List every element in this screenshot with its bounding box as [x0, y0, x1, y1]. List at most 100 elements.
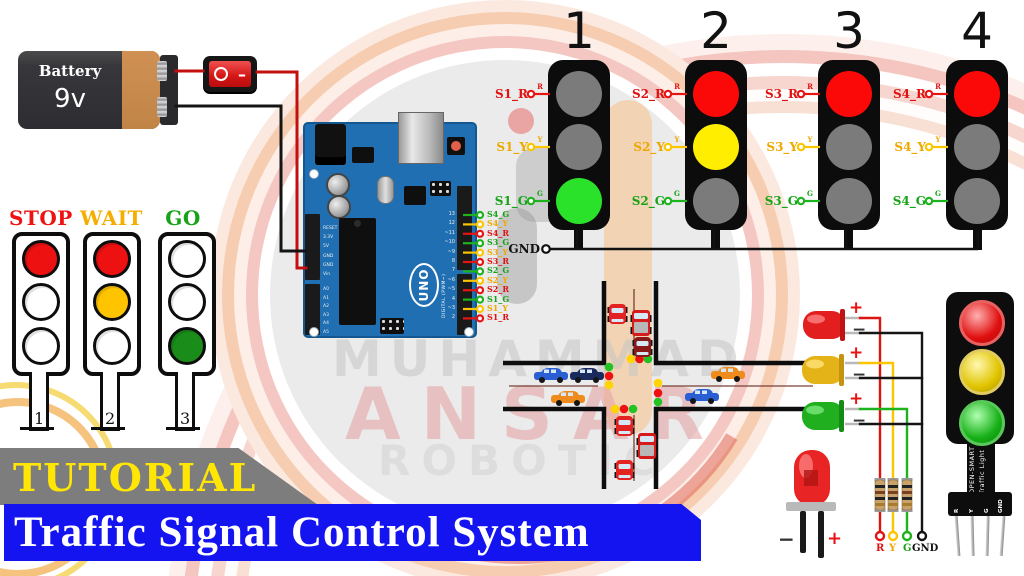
signal-2-yellow-wire-label: S2_Y — [633, 140, 665, 154]
module-product-text: Traffic Light — [978, 449, 986, 494]
pin-a4: A4 — [323, 321, 329, 327]
signal-1-number: 1 — [563, 2, 595, 60]
signal-3-yellow-wire-label: S3_Y — [766, 140, 798, 154]
wait-light-body — [83, 232, 141, 376]
signal-2-g-tag: G — [674, 189, 680, 198]
wire-label-s2g: S2_G — [487, 265, 510, 275]
pin-5v: 5V — [323, 244, 329, 250]
wire-label-s1r: S1_R — [487, 312, 509, 322]
wire-label-s4r: S4_R — [487, 228, 509, 238]
signal-1-green-lamp — [556, 178, 602, 224]
stop-light-body — [12, 232, 70, 376]
pin-a1: A1 — [323, 295, 329, 301]
signal-3-number: 3 — [833, 2, 865, 60]
arduino-hole-2 — [309, 327, 319, 337]
terminal-r-label: R — [876, 543, 885, 554]
module-pin-g: G — [984, 508, 990, 513]
signal-4-yellow-wire-label: S4_Y — [894, 140, 926, 154]
signal-4-r-tag: R — [935, 82, 941, 91]
arduino-analog-header — [305, 284, 320, 335]
arduino-capacitor-2 — [327, 195, 351, 219]
go-light-base — [166, 427, 200, 430]
pin-vin: Vin — [323, 272, 331, 278]
signal-2-body — [685, 60, 747, 230]
gnd-bus-label: GND — [508, 242, 540, 256]
arduino-icsp-header — [430, 181, 451, 196]
signal-1-yellow-lamp — [556, 124, 602, 170]
wait-light-base — [91, 427, 125, 430]
battery-voltage: 9v — [54, 84, 86, 114]
arduino-regulator — [352, 147, 374, 163]
stop-light-number: 1 — [34, 409, 45, 428]
signal-2-green-wire-label: S2_G — [631, 194, 665, 208]
wait-red-lamp — [93, 240, 131, 278]
stop-yellow-lamp — [22, 283, 60, 321]
big-led-minus: − — [778, 527, 795, 551]
arduino-hole-1 — [309, 169, 319, 179]
signal-4-number: 4 — [961, 2, 993, 60]
signal-3-y-tag: Y — [807, 135, 813, 144]
arduino-hole-3 — [464, 327, 474, 337]
wire-label-s3g: S3_G — [487, 237, 510, 247]
module-pin-gnd: GND — [998, 499, 1004, 513]
module-yellow-led — [959, 349, 1005, 395]
signal-2-green-lamp — [693, 178, 739, 224]
signal-2-y-tag: Y — [674, 135, 680, 144]
terminal-gnd-label: GND — [912, 543, 939, 554]
wait-green-lamp — [93, 327, 131, 365]
wire-label-s3y: S3_Y — [487, 247, 509, 257]
signal-1-body — [548, 60, 610, 230]
yellow-led-minus: − — [852, 365, 867, 385]
signal-3-pole — [844, 230, 853, 250]
pin-gnd1: GND — [323, 253, 334, 259]
signal-1-yellow-wire-label: S1_Y — [496, 140, 528, 154]
signal-3-green-wire-label: S3_G — [764, 194, 798, 208]
signal-2-yellow-lamp — [693, 124, 739, 170]
battery-label: Battery — [38, 62, 102, 80]
signal-2-red-wire-label: S2_R — [632, 87, 665, 101]
go-light-number: 3 — [180, 409, 191, 428]
wire-label-s3r: S3_R — [487, 256, 509, 266]
stop-green-lamp — [22, 327, 60, 365]
signal-1-red-wire-label: S1_R — [495, 87, 528, 101]
battery-terminal-negative — [157, 97, 167, 117]
wait-light-number: 2 — [105, 409, 116, 428]
arduino-crystal — [377, 176, 394, 204]
pin-2: 2 — [451, 314, 455, 321]
signal-3-g-tag: G — [807, 189, 813, 198]
signal-4-g-tag: G — [935, 189, 941, 198]
terminal-g-label: G — [903, 543, 912, 554]
pin-13: 13 — [448, 211, 455, 217]
signal-4-y-tag: Y — [935, 135, 941, 144]
pin-11: ~11 — [444, 229, 455, 236]
watermark-robot-dot — [508, 108, 534, 134]
go-green-lamp — [168, 327, 206, 365]
signal-2-pole — [711, 230, 720, 250]
signal-1-green-wire-label: S1_G — [494, 194, 528, 208]
big-led-plus: + — [827, 528, 843, 549]
signal-2-r-tag: R — [674, 82, 680, 91]
signal-3-green-lamp — [826, 178, 872, 224]
arduino-reset-button — [451, 141, 461, 151]
power-switch-rocker: – — [209, 61, 251, 87]
module-pin-r: R — [954, 508, 960, 513]
signal-1-g-tag: G — [537, 189, 543, 198]
pin-a5: A5 — [323, 329, 329, 335]
pin-6: ~6 — [447, 276, 455, 283]
go-red-lamp — [168, 240, 206, 278]
intersection-diagram — [503, 281, 817, 489]
battery-terminal-positive — [157, 61, 167, 81]
pin-4: 4 — [451, 295, 455, 302]
arduino-usb-port — [398, 112, 444, 164]
pin-a0: A0 — [323, 287, 329, 292]
battery-cell-band — [122, 51, 160, 129]
wait-label: WAIT — [80, 206, 143, 230]
wait-yellow-lamp — [93, 283, 131, 321]
pin-3v3: 3.3V — [323, 235, 334, 241]
yellow-led-plus: + — [849, 343, 864, 363]
arduino-power-jack — [315, 124, 346, 165]
signal-3-body — [818, 60, 880, 230]
pin-a3: A3 — [323, 312, 329, 318]
stop-red-lamp — [22, 240, 60, 278]
